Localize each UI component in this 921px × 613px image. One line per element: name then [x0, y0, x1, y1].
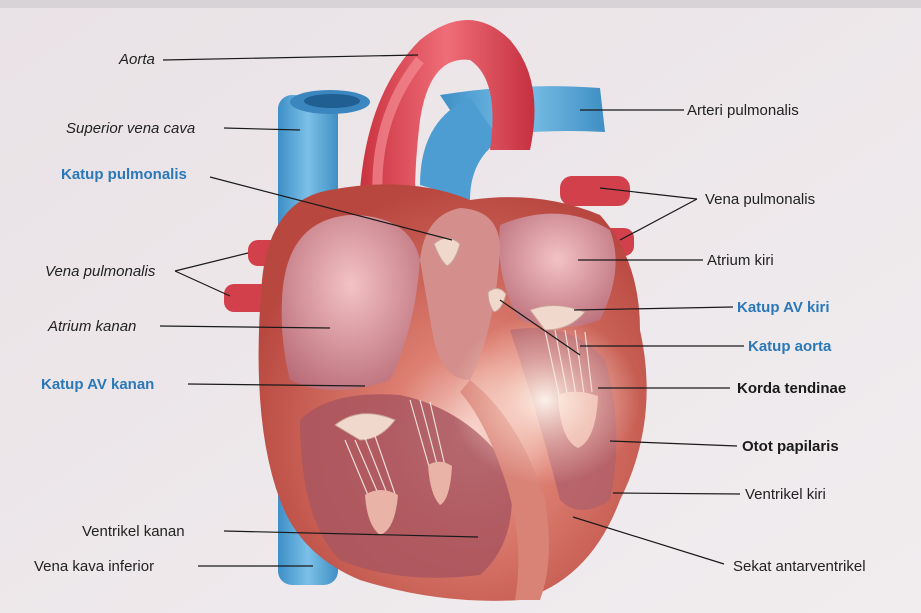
- label-arteri-pulmonalis: Arteri pulmonalis: [687, 102, 799, 120]
- label-katup-av-kiri: Katup AV kiri: [737, 299, 830, 317]
- label-atrium-kiri: Atrium kiri: [707, 252, 774, 270]
- label-vena-pulmonalis-right: Vena pulmonalis: [705, 191, 815, 209]
- label-aorta: Aorta: [119, 51, 155, 69]
- label-korda-tendinae: Korda tendinae: [737, 380, 846, 398]
- label-sekat-antarventrikel: Sekat antarventrikel: [733, 558, 866, 576]
- label-ventrikel-kiri: Ventrikel kiri: [745, 486, 826, 504]
- label-atrium-kanan: Atrium kanan: [48, 318, 136, 336]
- label-ventrikel-kanan: Ventrikel kanan: [82, 523, 185, 541]
- label-vena-kava-inferior: Vena kava inferior: [34, 558, 154, 576]
- label-vena-pulmonalis-left: Vena pulmonalis: [45, 263, 155, 281]
- light-glare: [450, 315, 640, 485]
- label-katup-aorta: Katup aorta: [748, 338, 831, 356]
- label-otot-papilaris: Otot papilaris: [742, 438, 839, 456]
- label-katup-pulmonalis: Katup pulmonalis: [61, 166, 187, 184]
- label-superior-vena-cava: Superior vena cava: [66, 120, 195, 138]
- label-katup-av-kanan: Katup AV kanan: [41, 376, 154, 394]
